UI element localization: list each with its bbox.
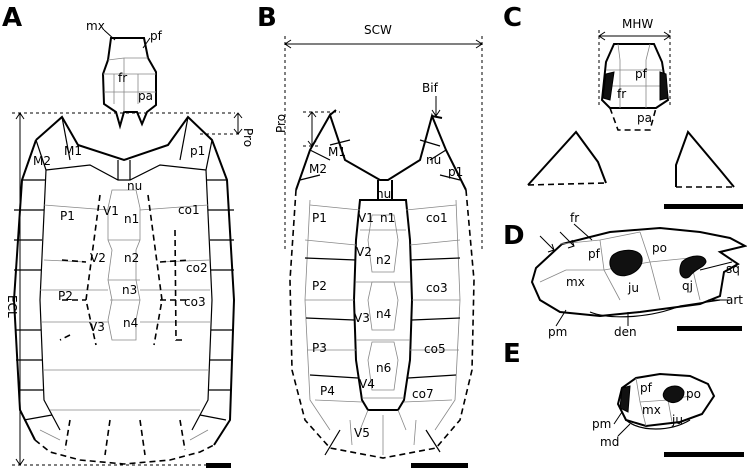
label-d-po: po [652, 241, 667, 255]
label-d-den: den [614, 325, 637, 339]
label-d-mx: mx [566, 275, 585, 289]
skull-e: pf po mx ju pm md [592, 372, 716, 449]
label-d-fr: fr [570, 211, 579, 225]
panel-b: B SCW Bif Pro [257, 3, 483, 468]
label-b-m2: M2 [309, 162, 327, 176]
label-e-mx: mx [642, 403, 661, 417]
label-e-pf: pf [640, 381, 653, 395]
label-e-ju: ju [671, 413, 683, 427]
label-a-n4: n4 [123, 316, 138, 330]
label-a-nu: nu [127, 179, 142, 193]
label-a-m2: M2 [33, 154, 51, 168]
label-a-p2: P2 [58, 289, 73, 303]
label-b-co1: co1 [426, 211, 448, 225]
label-a-n3: n3 [122, 283, 137, 297]
carapace-a: M1 M2 p1 nu P1 V1 n1 co1 V2 n2 co2 P2 n3… [12, 115, 236, 465]
label-a-co3: co3 [184, 295, 206, 309]
label-a-ecl: ECL [5, 295, 19, 318]
panel-letter-e: E [503, 339, 521, 369]
skull-a: mx pf fr pa [86, 19, 163, 130]
panel-a: A mx pf fr pa Pro ECL [2, 3, 255, 468]
label-c-fr: fr [617, 87, 626, 101]
label-e-po: po [686, 387, 701, 401]
label-d-pf: pf [588, 247, 601, 261]
skull-d: fr pf po sq mx ju qj art pm den [530, 211, 747, 339]
label-b-co7: co7 [412, 387, 434, 401]
panel-letter-b: B [257, 3, 277, 33]
scale-bar-a [206, 463, 231, 468]
label-b-n4: n4 [376, 307, 391, 321]
scale-bar-b [411, 463, 468, 468]
label-b-n2: n2 [376, 253, 391, 267]
scale-bar-c [664, 204, 743, 209]
label-b-p4: P4 [320, 384, 335, 398]
label-b-p2: P2 [312, 279, 327, 293]
panel-e: E pf po mx ju pm md [503, 339, 744, 457]
label-a-p1-pleural: P1 [60, 209, 75, 223]
scale-bar-d [677, 326, 742, 331]
label-b-m1: M1 [328, 145, 346, 159]
label-c-mhw: MHW [622, 17, 653, 31]
scale-bar-e [664, 452, 744, 457]
label-a-n2: n2 [124, 251, 139, 265]
panel-letter-a: A [2, 3, 22, 33]
label-a-co1: co1 [178, 203, 200, 217]
panel-letter-d: D [503, 221, 525, 251]
label-b-scw: SCW [364, 23, 392, 37]
label-a-pa: pa [138, 89, 153, 103]
label-b-n6: n6 [376, 361, 391, 375]
label-b-v2: V2 [356, 245, 372, 259]
label-d-ju: ju [627, 281, 639, 295]
label-b-v4: V4 [359, 377, 375, 391]
label-b-v3: V3 [354, 311, 370, 325]
label-b-bif: Bif [422, 81, 439, 95]
label-d-sq: sq [726, 262, 740, 276]
label-d-qj: qj [682, 279, 693, 293]
label-c-pa: pa [637, 111, 652, 125]
label-a-m1: M1 [64, 144, 82, 158]
label-e-md: md [600, 435, 619, 449]
label-b-n1: n1 [380, 211, 395, 225]
label-a-v1: V1 [103, 204, 119, 218]
label-a-fr: fr [118, 71, 127, 85]
carapace-fragments-c [527, 130, 735, 188]
label-b-pro: Pro [274, 114, 288, 133]
label-a-pf: pf [150, 29, 163, 43]
label-b-p1: p1 [448, 165, 463, 179]
label-b-nu-top: nu [426, 153, 441, 167]
label-a-v2: V2 [90, 251, 106, 265]
label-a-v3: V3 [89, 320, 105, 334]
label-d-art: art [726, 293, 743, 307]
label-e-pm: pm [592, 417, 611, 431]
skull-c: pf fr pa [600, 43, 670, 131]
label-a-co2: co2 [186, 261, 208, 275]
label-b-nu: nu [376, 187, 391, 201]
carapace-b: M1 M2 nu p1 nu P1 V1 n1 co1 V2 n2 P2 co3… [289, 109, 475, 459]
label-d-pm: pm [548, 325, 567, 339]
panel-c: C MHW pf fr pa [503, 3, 743, 209]
label-b-v1: V1 [358, 211, 374, 225]
label-c-pf: pf [635, 67, 648, 81]
panel-letter-c: C [503, 3, 522, 33]
label-a-n1: n1 [124, 212, 139, 226]
label-b-v5: V5 [354, 426, 370, 440]
label-a-p1: p1 [190, 144, 205, 158]
label-b-co5: co5 [424, 342, 446, 356]
label-b-p1-pleural: P1 [312, 211, 327, 225]
panel-d: D fr pf po sq mx ju qj art pm den [503, 211, 747, 339]
label-b-p3: P3 [312, 341, 327, 355]
label-a-pro: Pro [241, 128, 255, 147]
label-b-co3: co3 [426, 281, 448, 295]
label-a-mx: mx [86, 19, 105, 33]
